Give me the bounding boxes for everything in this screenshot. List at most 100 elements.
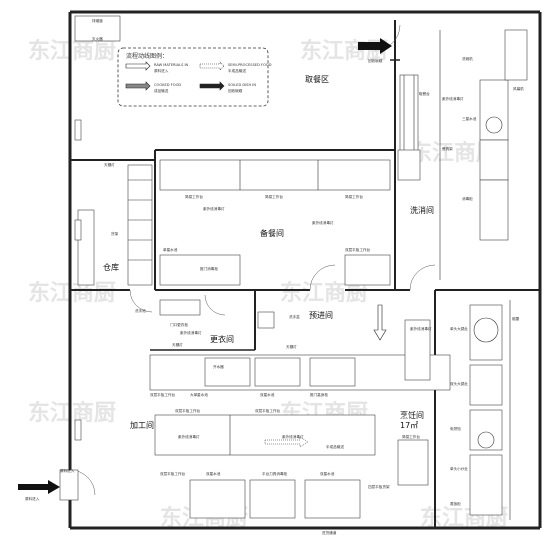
legend-raw-en: RAW MATERIALS IN: [154, 63, 189, 67]
bottom-label: 进货通道: [322, 530, 337, 535]
big-sink-label: 大单星水池: [190, 392, 208, 397]
room-preparation: 备餐间: [260, 228, 284, 238]
legend-item-semi: SEMI-PROCESSED FOOD 半成品输送: [199, 61, 272, 73]
stove1-label: 单头大锅灶: [450, 326, 468, 331]
air-curtain-label: 风幕机: [513, 86, 524, 91]
room-cooking: 烹饪间: [400, 410, 424, 420]
shelf-label: 货架: [111, 231, 119, 236]
ceiling-light: 天棚灯: [104, 162, 115, 167]
legend-item-soiled: SOILED DISH IN 回收碗碟: [199, 81, 256, 93]
pass-cabinet: 推门消毒柜: [200, 266, 218, 271]
double-table: 双层平板工作台: [345, 247, 371, 252]
uv-lamp-wash: 紫外线消毒灯: [442, 96, 464, 101]
window-left-3: [74, 419, 82, 441]
uv-lamp-proc2: 紫外线消毒灯: [282, 434, 304, 439]
uv-lamp-cook: 紫外线消毒灯: [410, 326, 432, 331]
stove3-label: 电饼铛: [450, 426, 461, 431]
uv-lamp-prep2: 紫外线消毒灯: [312, 220, 334, 225]
watermark-1: 东江商厨: [28, 38, 116, 64]
hood-cook-label: 烟罩: [512, 316, 520, 321]
cooking-room: 紫外线消毒灯 简易工作台 单头大锅灶 双头大锅灶 电饼铛 单头小炒灶 蒸饭柜 烟…: [397, 300, 520, 520]
room-warehouse: 仓库: [103, 262, 119, 272]
dbl-sink-bot: 双星水池: [206, 471, 221, 476]
pickup-counter-label: 取餐台: [419, 91, 430, 96]
ceiling-light-2: 天棚灯: [172, 342, 183, 347]
outer-walls: [68, 10, 542, 530]
room-labels: 取餐区 洗消间 备餐间 仓库 更衣间 预进间 加工间 烹饪间 17㎡: [103, 75, 434, 430]
watermarks: 东江商厨 东江商厨 东江商厨 东江商厨 东江商厨 东江商厨 东江商厨 东江商厨 …: [28, 38, 508, 531]
dbl-table-proc2: 双层平板工作台: [175, 408, 201, 413]
legend: 流程动线图例： RAW MATERIALS IN 原料进入 SEMI-PROCE…: [117, 47, 272, 107]
watermark-5: 东江商厨: [28, 280, 116, 306]
dbl-sink-bot2: 双星水池: [320, 471, 335, 476]
raw-entry-box: [59, 469, 79, 501]
window-left-2: [74, 219, 82, 241]
rack-wash: 餐具架: [442, 146, 453, 151]
legend-item-cooked: COOKED FOOD 成品输送: [125, 81, 181, 93]
room-processing: 加工间: [130, 420, 154, 430]
legend-cooked-zh: 成品输送: [154, 88, 169, 93]
top-left-box: 排烟道 灭火器: [74, 15, 121, 42]
semi-out-label: 半成品输送: [326, 444, 344, 449]
legend-soiled-zh: 回收碗碟: [228, 88, 243, 93]
raw-in-arrow: [18, 480, 60, 494]
stove2-label: 双头大锅灶: [450, 381, 468, 386]
top-left-label: 排烟道: [92, 18, 103, 23]
flow-arrows: 回收碗碟 原料进入: [18, 38, 392, 501]
uv-lamp-proc1: 紫外线消毒灯: [178, 434, 200, 439]
room-washing: 洗消间: [410, 205, 434, 215]
legend-item-raw: RAW MATERIALS IN 原料进入: [125, 61, 189, 73]
raw-in-label: 原料进入: [25, 496, 40, 501]
prep-table-3: 简易工作台: [345, 194, 363, 199]
raw-entry-door-label: 原料进入: [60, 468, 75, 473]
hand-basin-label: 洗手盆: [289, 314, 300, 319]
dbl-table-proc3: 双层平板工作台: [255, 408, 281, 413]
warehouse: 天棚灯 货架: [77, 162, 153, 286]
prep-table-1: 简易工作台: [185, 194, 203, 199]
hand-sink-label: 洗手池: [135, 308, 146, 313]
wardrobe-label: 门口更衣柜: [170, 322, 188, 327]
room-changing: 更衣间: [210, 334, 234, 344]
dish-return-arrow: [358, 38, 392, 54]
legend-raw-zh: 原料进入: [154, 68, 169, 73]
dbl-table-proc1: 双层平板工作台: [150, 392, 176, 397]
stove5-label: 蒸饭柜: [450, 501, 461, 506]
processing-room: 开水器 天棚灯 大单星水池 双星水池 推门高身柜 双层平板工作台 双层平板工作台…: [149, 344, 451, 519]
rack-bot: 四层平板货架: [368, 484, 390, 489]
prep-table-2: 简易工作台: [265, 194, 283, 199]
single-sink: 单星水池: [163, 247, 178, 252]
pickup-counter: 取餐台: [397, 74, 430, 181]
room-prep-passage: 预进间: [309, 310, 333, 320]
push-cabinet-label: 推门高身柜: [310, 392, 328, 397]
ceiling-light-3: 天棚灯: [286, 344, 297, 349]
flat-table-bot: 平台刀具消毒柜: [262, 471, 288, 476]
watermark-7: 东江商厨: [28, 400, 116, 426]
dish-washer-label: 洗碗机: [462, 56, 473, 61]
semi-up-arrow: [373, 304, 387, 341]
changing-area: 门口更衣柜 紫外线消毒灯 洗手盆 洗手池 天棚灯: [135, 299, 300, 347]
top-left-label2: 灭火器: [92, 36, 103, 41]
uv-lamp-change: 紫外线消毒灯: [180, 330, 202, 335]
legend-title: 流程动线图例：: [126, 52, 168, 60]
interior-walls: [70, 20, 540, 528]
stove4-label: 单头小炒灶: [450, 466, 468, 471]
legend-semi-zh: 半成品输送: [228, 68, 246, 73]
legend-soiled-en: SOILED DISH IN: [228, 83, 256, 87]
cook-table-label: 简易工作台: [402, 434, 420, 439]
room-pickup: 取餐区: [305, 75, 329, 84]
uv-lamp-prep: 紫外线消毒灯: [203, 206, 225, 211]
sink-wash-label: 三星水池: [462, 116, 477, 121]
legend-semi-en: SEMI-PROCESSED FOOD: [228, 63, 272, 67]
dbl-table-bot: 双层平板工作台: [160, 471, 186, 476]
prep-room: 简易工作台 简易工作台 简易工作台 紫外线消毒灯 紫外线消毒灯 双层平板工作台 …: [159, 159, 391, 286]
semi-right-arrow: [264, 436, 309, 448]
room-cooking-area: 17㎡: [400, 421, 418, 430]
double-sink-label: 双星水池: [260, 392, 275, 397]
water-dispenser-label: 开水器: [213, 364, 224, 369]
window-left-1: [74, 119, 82, 141]
legend-cooked-en: COOKED FOOD: [154, 83, 181, 87]
dish-return-label: 回收碗碟: [368, 58, 383, 63]
wash-equipment: 紫外线消毒灯 餐具架 洗碗机 三星水池 消毒柜 风幕机: [439, 29, 528, 280]
